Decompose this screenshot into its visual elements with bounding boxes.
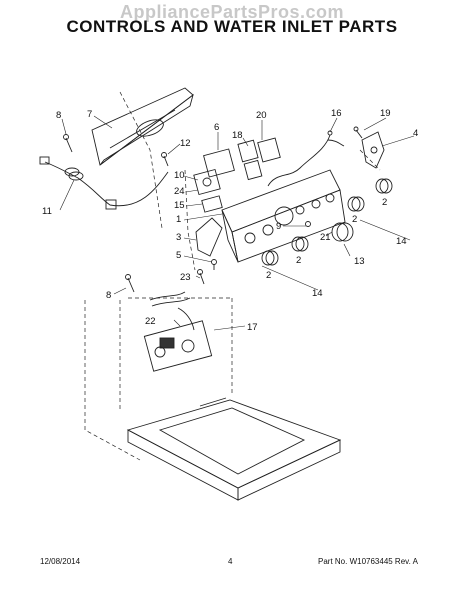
callout-12: 12 xyxy=(180,138,191,149)
callout-7: 7 xyxy=(87,109,92,120)
part-6-timer xyxy=(193,148,235,196)
callout-10: 10 xyxy=(174,170,185,181)
part-7-console-back xyxy=(91,87,194,166)
callout-14a: 14 xyxy=(396,236,407,247)
callout-18: 18 xyxy=(232,130,243,141)
footer-page-number: 4 xyxy=(228,557,233,566)
cabinet-top xyxy=(126,397,342,501)
footer-part-number: Part No. W10763445 Rev. A xyxy=(318,557,418,566)
part-3-end-cap xyxy=(195,217,223,257)
callout-2c: 2 xyxy=(296,255,301,266)
callout-4: 4 xyxy=(413,128,418,139)
callout-14b: 14 xyxy=(312,288,323,299)
part-16-wire-harness xyxy=(267,130,345,187)
callout-22: 22 xyxy=(145,316,156,327)
callout-17: 17 xyxy=(247,322,258,333)
callout-16: 16 xyxy=(331,108,342,119)
footer-date: 12/08/2014 xyxy=(40,557,81,566)
callout-5: 5 xyxy=(176,250,181,261)
part-4-end-cap xyxy=(361,131,385,169)
callout-8b: 8 xyxy=(106,290,111,301)
watermark: AppliancePartsPros.com xyxy=(119,2,345,22)
callout-13: 13 xyxy=(354,256,365,267)
callout-11: 11 xyxy=(42,206,52,217)
part-12-screw xyxy=(161,152,169,167)
callout-2b: 2 xyxy=(352,214,357,225)
callout-24: 24 xyxy=(174,186,185,197)
part-8-screw xyxy=(63,134,135,293)
callout-9: 9 xyxy=(276,221,281,232)
callout-2d: 2 xyxy=(266,270,271,281)
callout-1: 1 xyxy=(176,214,181,225)
page-title: CONTROLS AND WATER INLET PARTS xyxy=(66,17,398,36)
part-9-spacer xyxy=(305,221,311,227)
callout-23: 23 xyxy=(180,272,191,283)
part-23-screw xyxy=(197,269,205,285)
callout-3: 3 xyxy=(176,232,181,243)
part-2-knobs xyxy=(261,178,393,266)
part-20-switch xyxy=(257,137,281,163)
part-17-water-valve xyxy=(143,307,213,372)
callout-20: 20 xyxy=(256,110,267,121)
callout-8: 8 xyxy=(56,110,61,121)
callout-6: 6 xyxy=(214,122,219,133)
callout-21: 21 xyxy=(320,232,331,243)
callout-19: 19 xyxy=(380,108,391,119)
part-19-screw xyxy=(353,126,363,139)
callout-15: 15 xyxy=(174,200,185,211)
part-1-console xyxy=(221,169,346,263)
part-22-hose xyxy=(149,291,191,307)
part-5-clip xyxy=(211,259,217,270)
dashed-guides xyxy=(84,91,381,461)
leader-lines xyxy=(59,115,415,331)
callout-2a: 2 xyxy=(382,197,387,208)
part-11-power-cord xyxy=(39,156,169,210)
part-15-switch xyxy=(201,195,223,213)
